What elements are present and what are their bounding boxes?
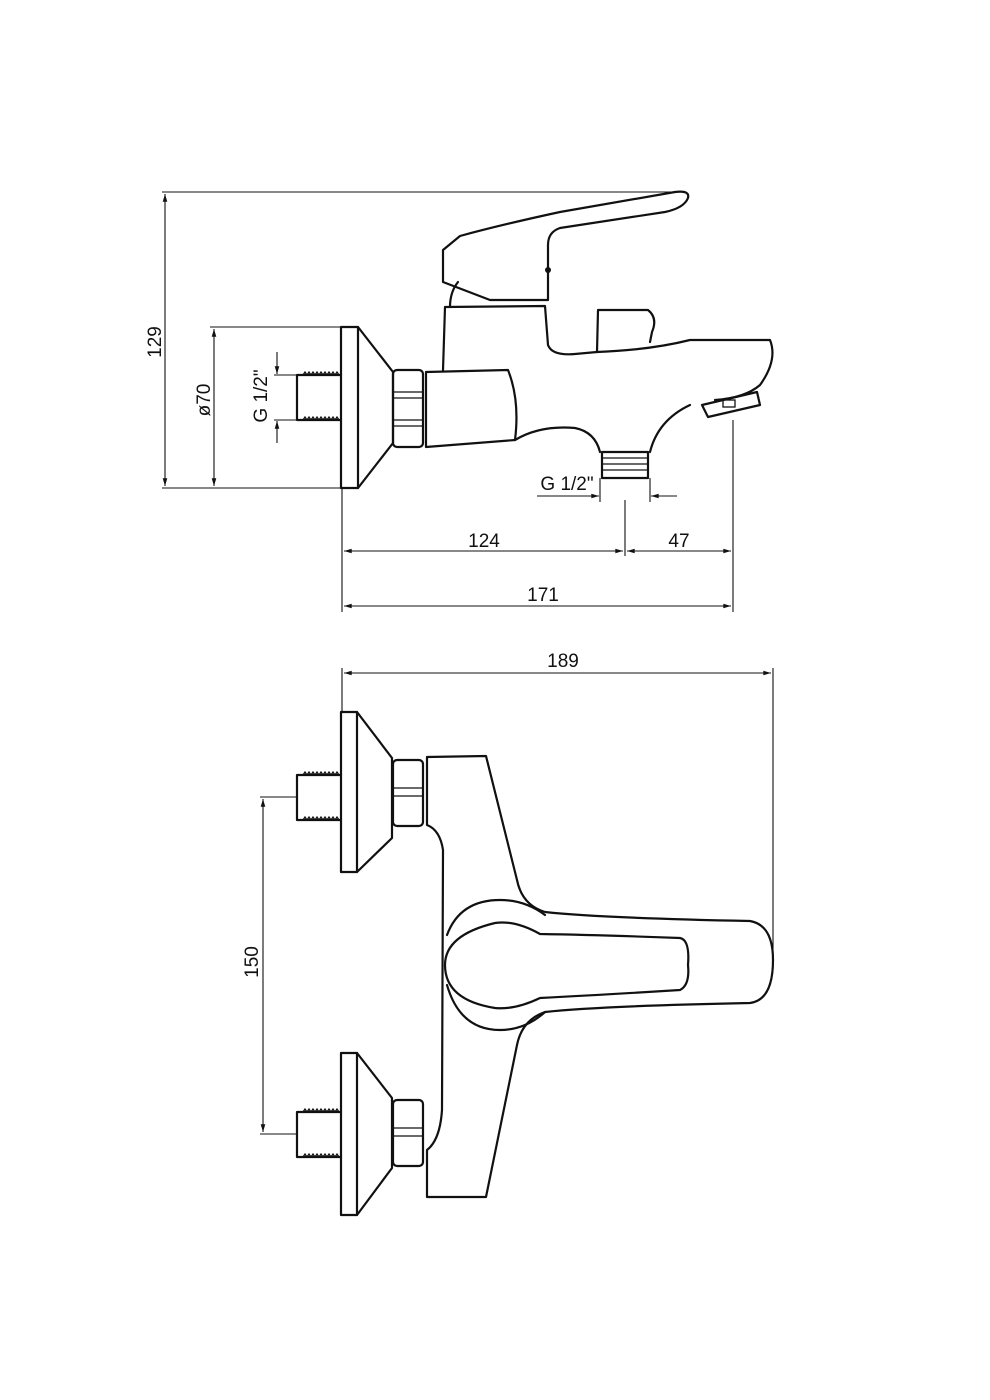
side-view: 129 ø70 G 1/2" G 1/2" 12	[145, 190, 774, 612]
inlet-thread-lower	[295, 1107, 343, 1159]
hex-nut-upper	[391, 758, 425, 828]
dimension-rosette-diameter: ø70	[194, 326, 341, 486]
diverter-knob	[595, 308, 656, 354]
mixer-body-top	[425, 754, 775, 1199]
dimension-label-129: 129	[145, 326, 166, 358]
dimension-label-47: 47	[668, 531, 689, 552]
hex-nut	[391, 368, 425, 449]
wall-rosette-upper	[339, 710, 394, 874]
wall-rosette	[339, 325, 395, 490]
inlet-thread-fitting	[295, 370, 343, 422]
dimension-outlet-thread: G 1/2"	[537, 474, 677, 502]
outlet-thread	[600, 450, 650, 480]
dimension-label-124: 124	[468, 531, 500, 552]
dimension-label-inlet-thread: G 1/2"	[251, 369, 272, 422]
top-view: 189 150	[242, 651, 775, 1217]
dimension-label-150: 150	[242, 946, 263, 978]
dimension-label-171: 171	[527, 585, 559, 606]
dimension-inlet-spacing: 150	[242, 796, 297, 1135]
hex-nut-lower	[391, 1098, 425, 1168]
dimension-label-189: 189	[547, 651, 579, 672]
dimension-height: 129	[145, 191, 680, 489]
lever-handle-top	[443, 898, 690, 1032]
wall-rosette-lower	[339, 1051, 394, 1217]
mixer-body	[424, 304, 692, 454]
inlet-thread-upper	[295, 770, 343, 822]
dimension-inlet-thread: G 1/2"	[251, 352, 297, 443]
lever-handle	[441, 190, 690, 309]
dimension-label-outlet-thread: G 1/2"	[540, 474, 593, 495]
spout	[595, 338, 774, 419]
dimension-horizontal: 124 47 171	[341, 420, 734, 612]
dimension-depth: 189	[341, 651, 774, 960]
dimension-label-diameter: ø70	[194, 384, 215, 417]
